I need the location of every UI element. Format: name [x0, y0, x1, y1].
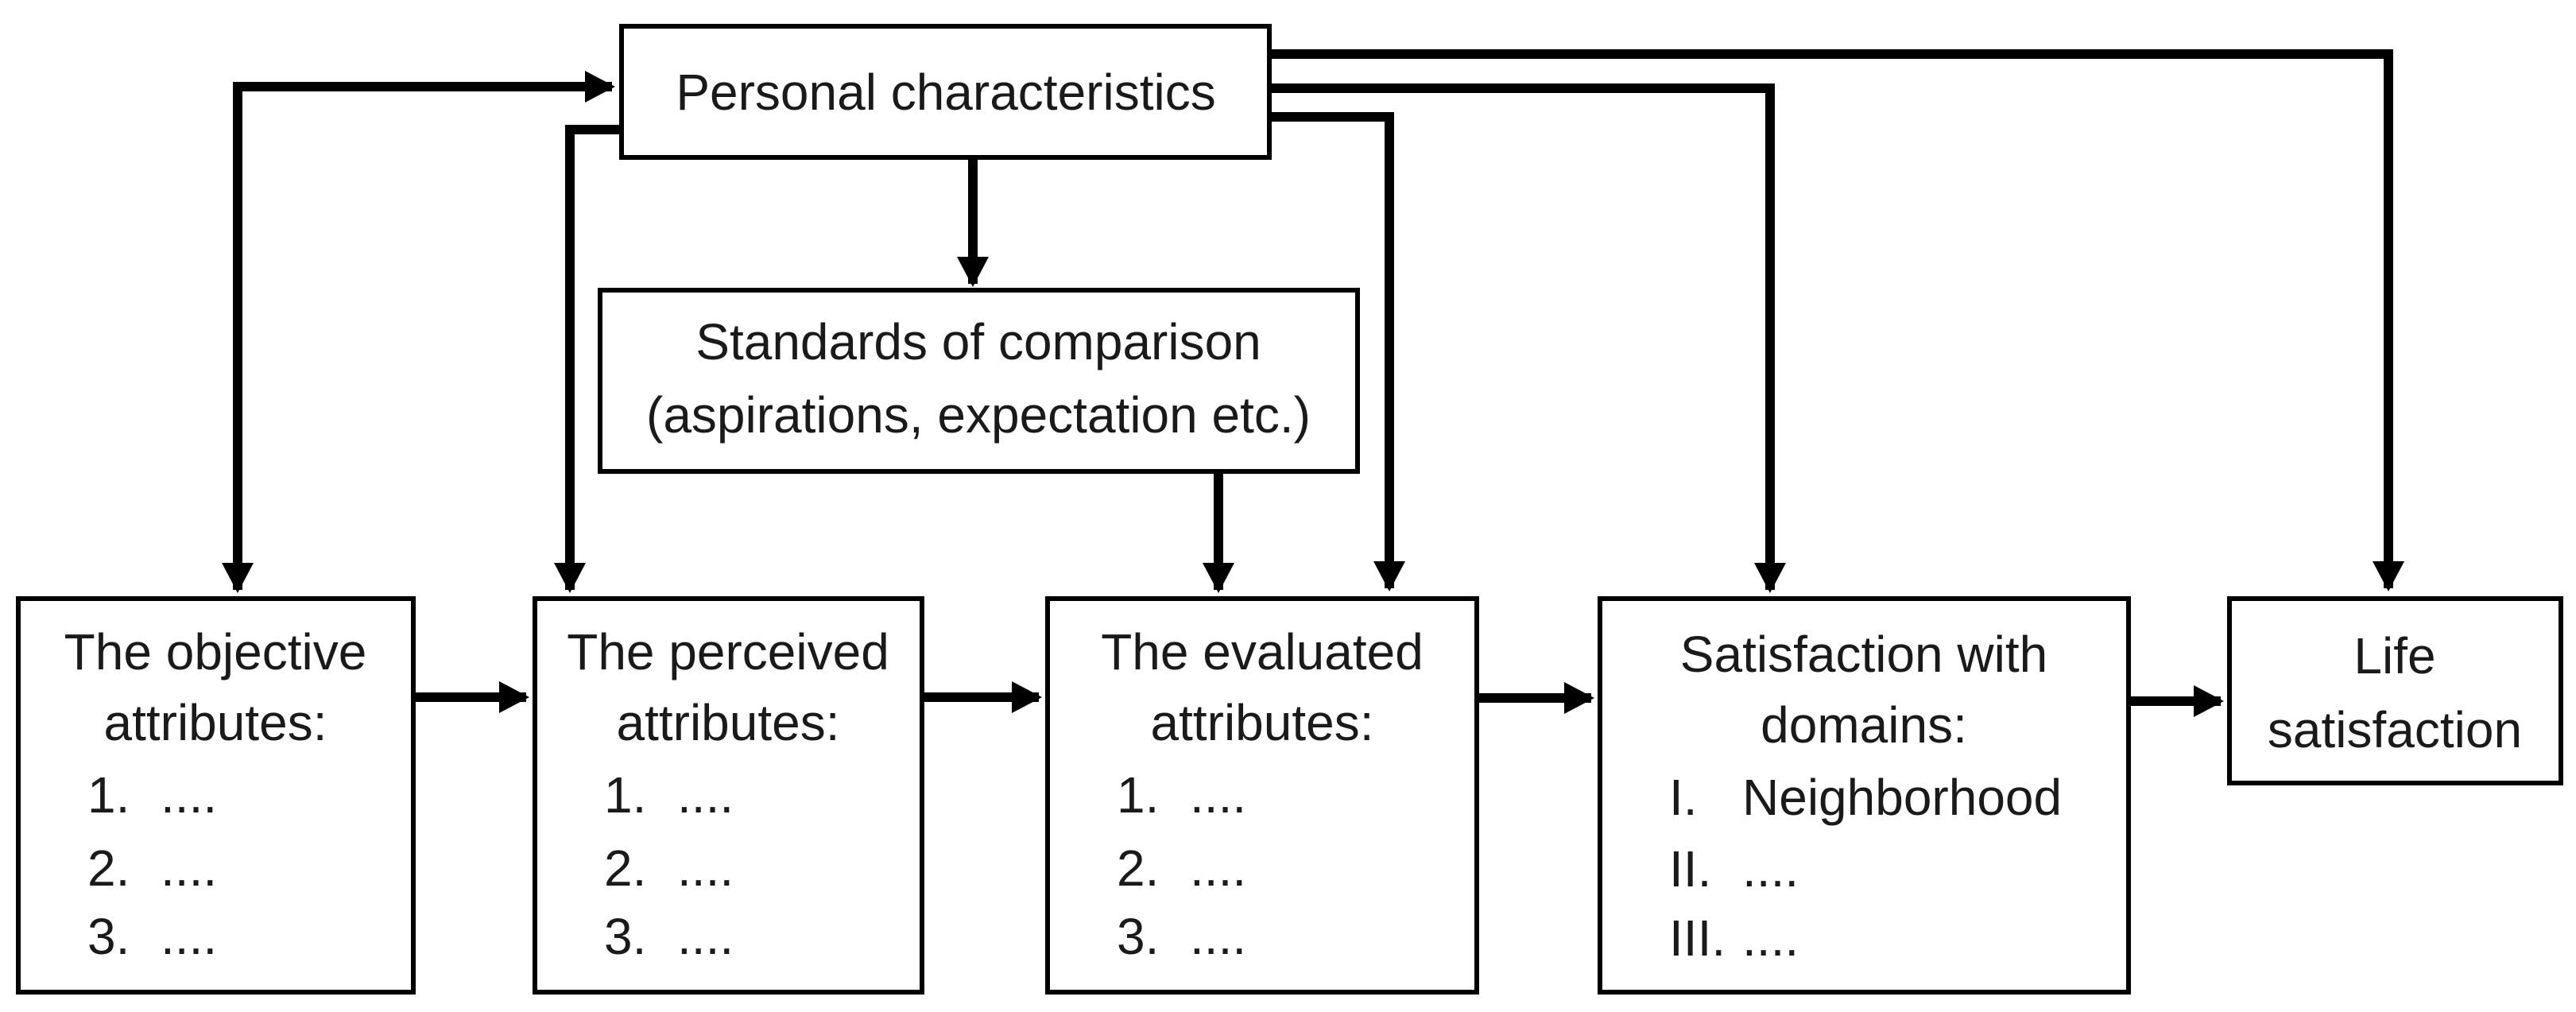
perceived-item1-value: ....	[677, 766, 734, 824]
objective-item3-number: 3.	[87, 908, 130, 965]
satisfaction-item1-number: I.	[1669, 769, 1698, 826]
satisfaction-title1: Satisfaction with	[1680, 626, 2047, 683]
evaluated-item1-value: ....	[1190, 766, 1246, 824]
standards-line2: (aspirations, expectation etc.)	[646, 386, 1311, 444]
objective-title2: attributes:	[103, 694, 327, 751]
standards-of-comparison-box	[598, 288, 1360, 474]
perceived-item1-number: 1.	[604, 766, 646, 824]
evaluated-item2-value: ....	[1190, 839, 1246, 897]
life-satisfaction-box	[2227, 596, 2563, 785]
objective-item1-value: ....	[161, 766, 217, 824]
personal-characteristics-box	[619, 24, 1272, 160]
arrow-personal-to-satisfaction	[1269, 83, 1786, 593]
personal-characteristics-label: Personal characteristics	[676, 64, 1215, 121]
standards-line1: Standards of comparison	[695, 313, 1261, 370]
satisfaction-title2: domains:	[1761, 696, 1967, 754]
evaluated-item1-number: 1.	[1117, 766, 1159, 824]
objective-attributes-box	[16, 596, 416, 995]
life-satisfaction-line1: Life	[2353, 627, 2435, 684]
perceived-item3-value: ....	[677, 908, 734, 965]
perceived-title1: The perceived	[567, 623, 889, 680]
satisfaction-item1-value: Neighborhood	[1742, 769, 2062, 826]
perceived-item2-value: ....	[677, 839, 734, 897]
arrow-personal-to-life	[1269, 49, 2404, 591]
objective-item2-value: ....	[161, 839, 217, 897]
evaluated-item3-value: ....	[1190, 908, 1246, 965]
objective-item2-number: 2.	[87, 839, 130, 897]
perceived-item3-number: 3.	[604, 908, 646, 965]
evaluated-title1: The evaluated	[1101, 623, 1424, 680]
arrow-personal-to-evaluated	[1269, 112, 1405, 591]
perceived-item2-number: 2.	[604, 839, 646, 897]
evaluated-item3-number: 3.	[1117, 908, 1159, 965]
satisfaction-item3-number: III.	[1669, 909, 1726, 967]
satisfaction-item3-value: ....	[1742, 909, 1799, 967]
objective-item3-value: ....	[161, 908, 217, 965]
perceived-attributes-box	[533, 596, 924, 995]
arrow-personal-to-perceived	[554, 125, 622, 593]
objective-item1-number: 1.	[87, 766, 130, 824]
evaluated-title2: attributes:	[1150, 694, 1373, 751]
life-satisfaction-line2: satisfaction	[2268, 701, 2522, 758]
satisfaction-item2-value: ....	[1742, 840, 1799, 898]
evaluated-item2-number: 2.	[1117, 839, 1159, 897]
satisfaction-item2-number: II.	[1669, 840, 1711, 898]
satisfaction-with-domains-box	[1598, 596, 2131, 995]
perceived-title2: attributes:	[616, 694, 839, 751]
evaluated-attributes-box	[1045, 596, 1479, 995]
objective-title1: The objective	[64, 623, 367, 680]
